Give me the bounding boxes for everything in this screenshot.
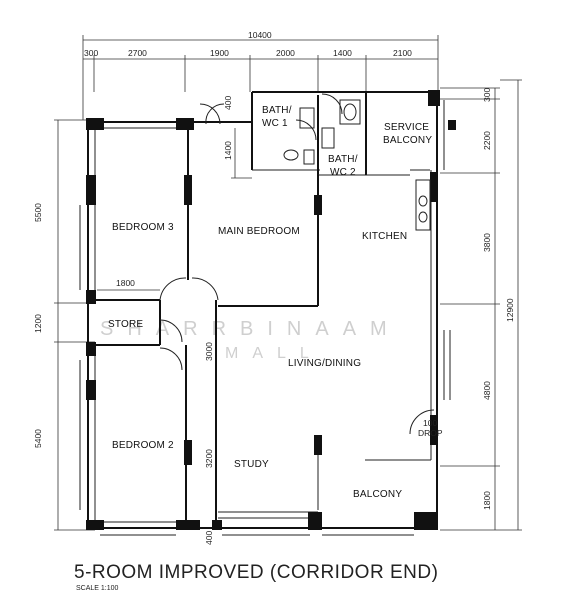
dim-right-overall: 12900: [505, 298, 515, 322]
plan-title: 5-ROOM IMPROVED (CORRIDOR END): [74, 562, 439, 583]
dim-right-5: 1800: [482, 491, 492, 510]
top-dimensions: 10400 300 2700 1900 2000 1400 2100: [82, 30, 439, 120]
dim-left-3: 5400: [33, 429, 43, 448]
watermark-line1: SHARRBINAAM: [100, 318, 401, 340]
dim-top-6: 2100: [393, 48, 412, 58]
dim-top-2: 2700: [128, 48, 147, 58]
label-kitchen: KITCHEN: [362, 231, 407, 242]
dim-right-4: 4800: [482, 381, 492, 400]
label-drop-2: DROP: [418, 428, 443, 438]
dim-bath-400: 400: [223, 96, 233, 110]
label-service-balcony-1: SERVICE: [384, 122, 429, 133]
dim-living-3000: 3000: [204, 342, 214, 361]
windows: [79, 100, 451, 536]
label-bedroom-3: BEDROOM 3: [112, 222, 174, 233]
dim-store-1800: 1800: [116, 278, 135, 288]
label-living-dining: LIVING/DINING: [288, 358, 361, 369]
left-dimensions: 5500 1200 5400: [33, 119, 95, 531]
dim-top-4: 2000: [276, 48, 295, 58]
watermark-line2: MALL: [225, 345, 323, 362]
label-store: STORE: [108, 319, 143, 330]
dim-right-1: 300: [482, 88, 492, 102]
right-dimensions: 300 2200 3800 4800 1800 12900: [440, 79, 522, 531]
dim-bottom-400: 400: [204, 531, 214, 545]
dim-bath-1400: 1400: [223, 141, 233, 160]
label-bath-wc2-2: WC 2: [330, 167, 356, 178]
label-service-balcony-2: BALCONY: [383, 135, 432, 146]
door-swings: [159, 93, 435, 435]
label-bath-wc2-1: BATH/: [328, 154, 358, 165]
label-bedroom-2: BEDROOM 2: [112, 440, 174, 451]
dim-top-5: 1400: [333, 48, 352, 58]
label-bath-wc1-2: WC 1: [262, 118, 288, 129]
dim-left-1: 5500: [33, 203, 43, 222]
room-labels: BEDROOM 3 MAIN BEDROOM KITCHEN SERVICE B…: [108, 105, 443, 500]
bath-fixtures: [283, 99, 361, 165]
dim-top-1: 300: [84, 48, 98, 58]
dim-overall-width: 10400: [248, 30, 272, 40]
label-study: STUDY: [234, 459, 269, 470]
dim-study-3200: 3200: [204, 449, 214, 468]
inner-dimensions: 400 1400 1800 3000 3200 400: [97, 96, 252, 545]
label-balcony: BALCONY: [353, 489, 402, 500]
structural-columns: [86, 90, 456, 530]
plan-scale: SCALE 1:100: [76, 585, 119, 592]
dim-right-3: 3800: [482, 233, 492, 252]
label-main-bedroom: MAIN BEDROOM: [218, 226, 300, 237]
label-drop-1: 100: [423, 418, 437, 428]
dim-top-3: 1900: [210, 48, 229, 58]
kitchen-counter: [415, 179, 431, 231]
dim-right-2: 2200: [482, 131, 492, 150]
label-bath-wc1-1: BATH/: [262, 105, 292, 116]
dim-left-2: 1200: [33, 314, 43, 333]
